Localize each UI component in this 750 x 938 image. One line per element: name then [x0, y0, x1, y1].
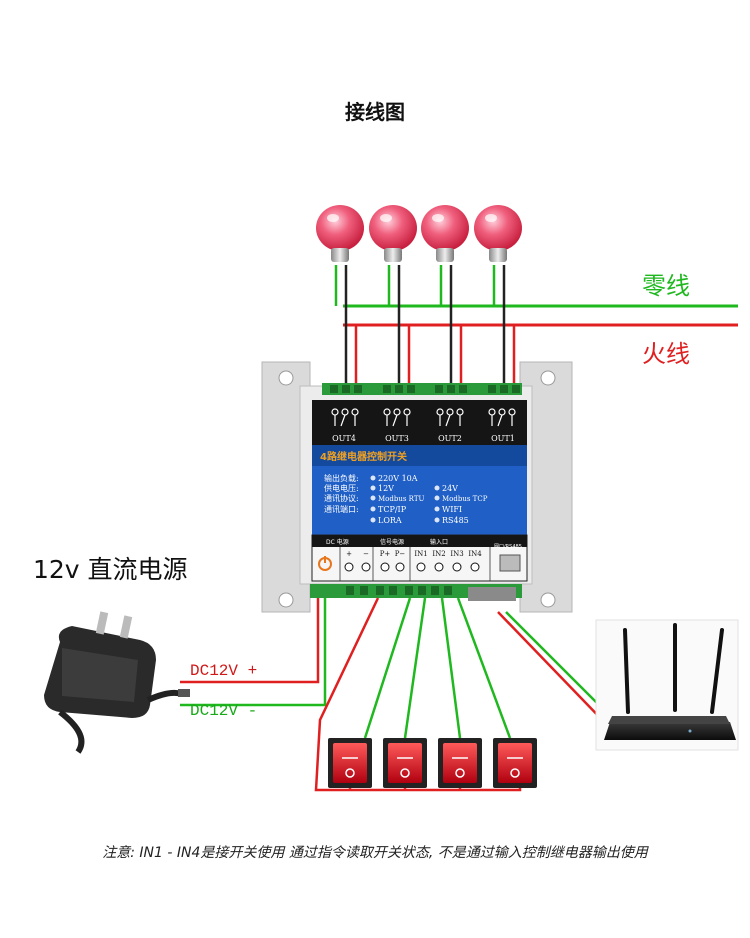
input-section-label: 输入口	[430, 538, 448, 546]
spec-label-4: 通讯端口:	[324, 504, 359, 514]
signal-minus-label: P−	[395, 550, 406, 558]
switch-1	[328, 738, 372, 788]
power-icon	[318, 556, 332, 571]
page-title: 接线图	[345, 100, 405, 124]
dc-positive-label: DC12V +	[190, 662, 258, 680]
spec-value-3a: Modbus RTU	[378, 495, 424, 503]
out2-label: OUT2	[438, 434, 462, 443]
ethernet-port-icon	[499, 554, 521, 572]
relay-module	[261, 361, 573, 613]
bulb-3	[421, 205, 469, 262]
switch-2	[383, 738, 427, 788]
bulb-4	[474, 205, 522, 262]
usage-note: 注意: IN1 - IN4是接开关使用 通过指令读取开关状态, 不是通过输入控制…	[102, 845, 648, 861]
bulb-1	[316, 205, 364, 262]
relay-contact-symbols	[331, 408, 516, 427]
module-header: 4路继电器控制开关	[320, 450, 407, 463]
signal-section-label: 信号电源	[380, 538, 404, 546]
terminal-circles	[344, 562, 480, 572]
neutral-wire-label: 零线	[642, 272, 690, 300]
in4-label: IN4	[468, 550, 482, 558]
spec-value-1a: 220V 10A	[378, 474, 418, 483]
dc-minus-label: −	[363, 550, 369, 558]
in3-label: IN3	[450, 550, 463, 558]
dc-plus-label: +	[346, 550, 352, 558]
spec-bullets	[370, 475, 440, 523]
spec-value-3b: Modbus TCP	[442, 495, 488, 503]
out4-label: OUT4	[332, 434, 356, 443]
in2-label: IN2	[432, 550, 445, 558]
spec-value-5b: RS485	[442, 516, 469, 525]
dc-section-label: DC 电源	[326, 538, 349, 546]
live-wire-label: 火线	[642, 340, 690, 368]
switch-3	[438, 738, 482, 788]
bulb-2	[369, 205, 417, 262]
spec-value-4b: WIFI	[442, 505, 462, 514]
spec-value-5a: LORA	[378, 516, 402, 525]
dc-negative-label: DC12V -	[190, 702, 258, 720]
in1-label: IN1	[414, 550, 427, 558]
dc-wiring	[180, 598, 327, 707]
signal-plus-label: P+	[380, 550, 391, 558]
router-icon	[595, 619, 739, 751]
bulb-wiring	[334, 265, 516, 388]
out1-label: OUT1	[491, 434, 515, 443]
spec-value-2b: 24V	[442, 484, 458, 493]
port-section-label: 网口/RS485	[494, 544, 522, 550]
spec-label-3: 通讯协议:	[324, 493, 359, 503]
power-supply-label: 12v 直流电源	[33, 555, 188, 584]
out3-label: OUT3	[385, 434, 409, 443]
spec-value-4a: TCP/IP	[378, 505, 407, 514]
power-adapter-icon	[44, 611, 190, 754]
spec-label-1: 输出负载:	[324, 473, 359, 483]
spec-value-2a: 12V	[378, 484, 394, 493]
spec-label-2: 供电电压:	[324, 483, 359, 493]
switch-4	[493, 738, 537, 788]
